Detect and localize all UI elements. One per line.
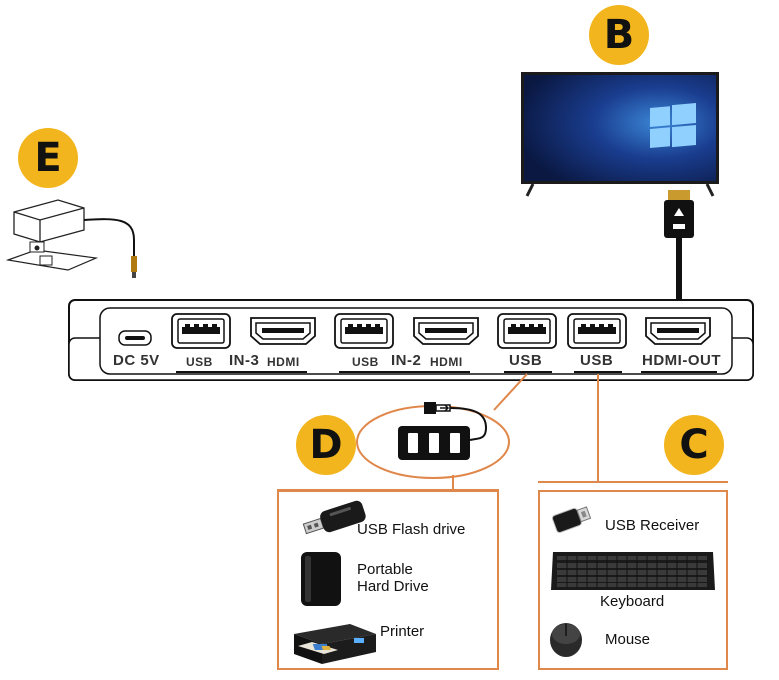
hdmi-cable-icon xyxy=(664,190,694,300)
usb-flash-drive-label: USB Flash drive xyxy=(357,521,466,538)
usb-in3-label: USB xyxy=(186,355,213,369)
usb-a-label: USB xyxy=(509,352,543,369)
usb-port-in3[interactable] xyxy=(171,313,231,349)
printer-label: Printer xyxy=(380,623,425,640)
usb-hub-icon xyxy=(396,400,488,464)
usb-receiver-icon xyxy=(548,502,594,538)
usb-receiver-label: USB Receiver xyxy=(605,517,700,534)
usb-a-underline xyxy=(504,371,552,373)
hdmi-port-in2[interactable] xyxy=(413,317,479,345)
dc-label: DC 5V xyxy=(113,352,160,369)
hdmi-in2-label: HDMI xyxy=(430,355,463,369)
hdmi-port-in3[interactable] xyxy=(250,317,316,345)
usb-b-underline xyxy=(574,371,622,373)
in2-label: IN-2 xyxy=(391,352,422,369)
in3-label: IN-3 xyxy=(229,352,260,369)
in2-underline xyxy=(339,371,470,373)
usb-in2-label: USB xyxy=(352,355,379,369)
keyboard-icon xyxy=(549,550,717,594)
windows-logo-icon xyxy=(650,102,696,148)
badge-e: E xyxy=(18,128,78,188)
mouse-icon xyxy=(546,620,586,660)
hard-drive-label-line2: Hard Drive xyxy=(357,578,429,595)
hdmi-in3-label: HDMI xyxy=(267,355,300,369)
in3-underline xyxy=(176,371,307,373)
usb-b-label: USB xyxy=(580,352,614,369)
badge-d: D xyxy=(296,415,356,475)
hard-drive-icon xyxy=(299,550,345,608)
power-adapter-icon xyxy=(6,190,151,285)
dc-port[interactable] xyxy=(118,330,152,346)
keyboard-label: Keyboard xyxy=(600,593,665,610)
hdmi-out-port[interactable] xyxy=(645,317,711,345)
hdmi-out-label: HDMI-OUT xyxy=(642,352,721,369)
badge-b: B xyxy=(589,5,649,65)
usb-flash-drive-icon xyxy=(301,500,369,536)
tv-icon xyxy=(521,70,721,200)
mouse-label: Mouse xyxy=(605,631,651,648)
hdmi-out-underline xyxy=(641,371,717,373)
usb-port-b[interactable] xyxy=(567,313,627,349)
hard-drive-label-line1: Portable xyxy=(357,561,413,578)
printer-icon xyxy=(288,620,378,666)
usb-port-in2[interactable] xyxy=(334,313,394,349)
usb-port-a[interactable] xyxy=(497,313,557,349)
badge-c: C xyxy=(664,415,724,475)
